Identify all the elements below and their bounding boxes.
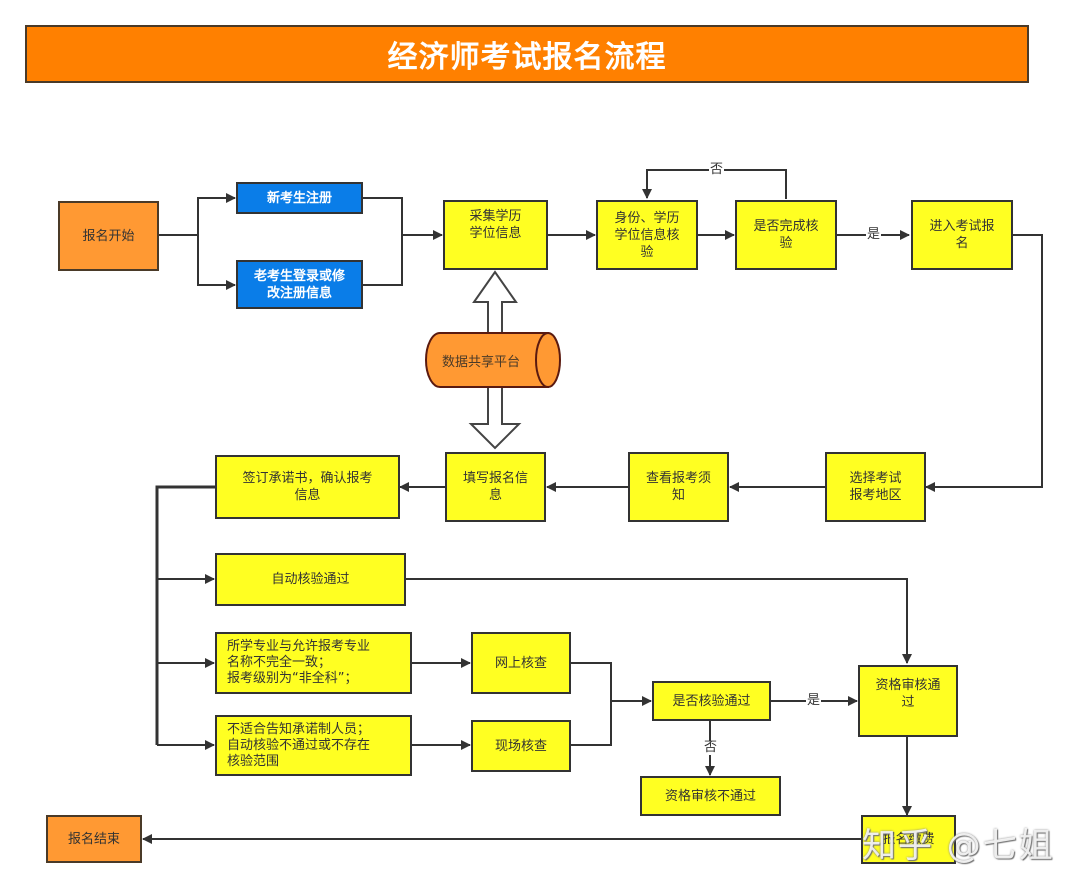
node-major-mismatch-label: 所学专业与允许报考专业 名称不完全一致； 报考级别为“非全科”； (227, 639, 371, 686)
node-qualify-fail: 资格审核不通过 (640, 776, 781, 816)
node-verify-identity: 身份、学历 学位信息核 验 (596, 200, 698, 270)
database-cylinder-icon (425, 332, 561, 388)
edge-sign-trunk (155, 485, 215, 745)
node-collect-info-label: 采集学历 学位信息 (469, 209, 522, 241)
node-pay-fee: 报名缴费 (861, 815, 956, 864)
node-view-notice-label: 查看报考须 知 (645, 471, 711, 503)
node-qualify-pass: 资格审核通 过 (858, 665, 958, 737)
node-collect-info: 采集学历 学位信息 (443, 200, 548, 270)
node-major-mismatch: 所学专业与允许报考专业 名称不完全一致； 报考级别为“非全科”； (215, 632, 412, 694)
edge-enter-region (925, 234, 1043, 492)
down-hollow-arrow-icon (468, 387, 522, 450)
edge-checks-merge (571, 662, 612, 746)
node-not-applicable: 不适合告知承诺制人员； 自动核验不通过或不存在 核验范围 (215, 715, 412, 776)
node-check-passed-question: 是否核验通过 (652, 681, 771, 721)
edge-label-no-top: 否 (709, 162, 725, 177)
node-pay-fee-label: 报名缴费 (882, 832, 935, 847)
node-auto-pass-label: 自动核验通过 (271, 572, 350, 587)
edge-label-no-bottom: 否 (703, 740, 719, 755)
node-view-notice: 查看报考须 知 (628, 452, 729, 522)
diagram-title: 经济师考试报名流程 (387, 40, 667, 75)
node-enter-exam: 进入考试报 名 (911, 200, 1013, 270)
node-not-applicable-label: 不适合告知承诺制人员； 自动核验不通过或不存在 核验范围 (227, 721, 371, 769)
edge-auto-qualify (405, 578, 912, 664)
node-onsite-check: 现场核查 (471, 720, 571, 772)
data-platform-label: 数据共享平台 (441, 355, 520, 370)
node-start-label: 报名开始 (82, 228, 135, 244)
node-select-region: 选择考试 报考地区 (825, 452, 926, 522)
node-old-login-label: 老考生登录或修 改注册信息 (253, 268, 345, 301)
edge-label-yes-bottom: 是 (806, 693, 822, 708)
node-old-login: 老考生登录或修 改注册信息 (236, 260, 363, 309)
node-enter-exam-label: 进入考试报 名 (929, 219, 995, 251)
node-online-check: 网上核查 (471, 632, 571, 694)
node-verify-done-label: 是否完成核 验 (753, 219, 819, 251)
edge-start-old (197, 235, 236, 290)
up-hollow-arrow-icon (472, 270, 518, 333)
node-sign-commitment: 签订承诺书，确认报考 信息 (215, 455, 400, 519)
node-new-register: 新考生注册 (236, 182, 363, 214)
node-verify-identity-label: 身份、学历 学位信息核 验 (614, 210, 680, 260)
node-end: 报名结束 (46, 815, 142, 863)
edge-label-yes-top: 是 (866, 227, 882, 242)
node-qualify-pass-label: 资格审核通 过 (875, 678, 941, 710)
node-check-passed-question-label: 是否核验通过 (672, 693, 751, 709)
title-bar: 经济师考试报名流程 (25, 25, 1029, 83)
edge-new-merge (362, 197, 403, 286)
edge-start-split (158, 193, 236, 236)
node-sign-commitment-label: 签订承诺书，确认报考 信息 (242, 471, 373, 503)
node-online-check-label: 网上核查 (494, 655, 547, 671)
node-fill-info: 填写报名信 息 (445, 452, 546, 522)
node-verify-done: 是否完成核 验 (735, 200, 837, 270)
node-auto-pass: 自动核验通过 (215, 553, 406, 606)
node-select-region-label: 选择考试 报考地区 (849, 471, 902, 503)
node-fill-info-label: 填写报名信 息 (462, 471, 528, 503)
node-end-label: 报名结束 (67, 831, 120, 847)
node-qualify-fail-label: 资格审核不通过 (664, 788, 756, 804)
node-onsite-check-label: 现场核查 (494, 738, 547, 754)
node-start: 报名开始 (58, 201, 159, 271)
node-new-register-label: 新考生注册 (266, 190, 332, 206)
